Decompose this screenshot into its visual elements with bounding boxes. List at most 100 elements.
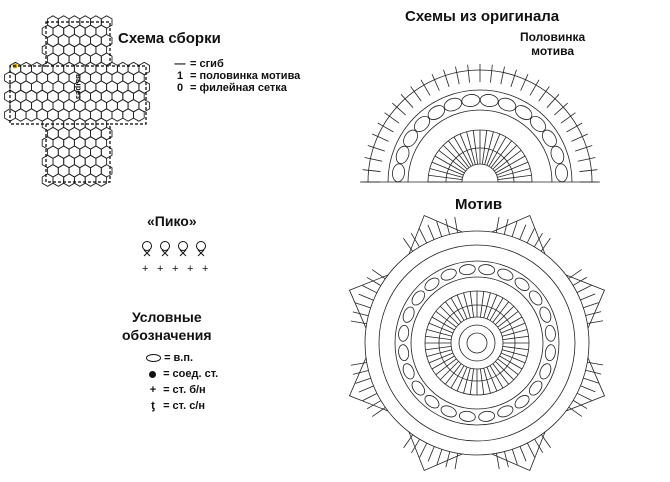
hex-cell (100, 15, 113, 29)
motif-loop (544, 324, 556, 342)
motif-spoke (428, 352, 454, 364)
stitch-spoke (434, 155, 465, 174)
motif-spoke (502, 329, 528, 337)
petal-stitch (580, 293, 596, 301)
hex-cell (57, 126, 70, 141)
hex-cell (79, 145, 91, 159)
chain-loop (395, 145, 410, 165)
outer-spoke (384, 112, 400, 124)
picot-loop (142, 241, 152, 251)
motif-spoke (445, 363, 462, 385)
stitch-spoke (438, 150, 466, 172)
hex-cell (41, 117, 54, 132)
hex-cell (90, 15, 102, 29)
hex-cell (47, 52, 59, 66)
outer-spoke (560, 112, 576, 124)
half-ring (367, 69, 593, 183)
hex-cell (31, 61, 43, 76)
motif-ring (364, 230, 590, 456)
legend-single-crochet: + = ст. б/н (146, 382, 218, 398)
hex-cell (84, 136, 97, 150)
petal-stitch (366, 400, 382, 410)
stitch-spoke (484, 131, 494, 165)
petal-stitch (587, 361, 604, 366)
petal-stitch (526, 228, 535, 244)
petal-stitch (495, 216, 500, 233)
petal-stitch (411, 438, 420, 454)
hex-cell (36, 89, 49, 104)
chain-loop (403, 129, 418, 148)
hex-cell (138, 98, 151, 113)
stitch-spoke (492, 144, 518, 170)
petal-stitch (350, 320, 367, 325)
hex-cell (95, 173, 108, 187)
motif-spoke (499, 355, 523, 370)
hex-cell (68, 52, 81, 66)
hex-cell (90, 89, 102, 104)
motif-spoke (492, 363, 509, 385)
hex-cell (14, 89, 27, 104)
petal-stitch (358, 293, 374, 301)
hex-cell (63, 136, 75, 150)
picot-stem (197, 249, 205, 257)
hex-cell (68, 108, 81, 122)
hex-cell (84, 173, 97, 187)
hex-cell (100, 126, 113, 141)
motif-petal (491, 431, 546, 472)
hex-cell (84, 43, 97, 57)
motif-loop (411, 380, 425, 396)
hex-cell (25, 108, 38, 122)
chain-loop (461, 94, 481, 107)
stitch-spoke (453, 136, 472, 167)
motif-spoke (456, 366, 468, 392)
hex-cell (73, 24, 86, 39)
hex-cell (90, 33, 102, 48)
motif-spoke (439, 361, 459, 381)
hex-cell (68, 126, 81, 141)
hex-cell (41, 80, 54, 94)
hex-cell (47, 145, 59, 159)
chain-loop (550, 145, 565, 165)
hex-cell (20, 61, 32, 76)
petal-stitch (403, 434, 414, 449)
hex-cell (95, 61, 108, 76)
motif-loop (398, 344, 410, 362)
legend-slip-stitch: = соед. ст. (146, 366, 218, 382)
petal-stitch (527, 442, 535, 458)
petal-stitch (583, 302, 599, 309)
motif-spoke (431, 355, 455, 370)
outer-spoke (362, 169, 381, 172)
hex-cell (63, 43, 75, 57)
motif-spoke (435, 358, 457, 375)
petal-stitch (419, 228, 427, 244)
hex-cell (68, 15, 81, 29)
stitch-spoke (496, 161, 529, 176)
motif-spoke (502, 345, 529, 351)
motif-loop (411, 290, 425, 306)
outer-spoke (467, 64, 470, 83)
hex-cell (52, 43, 65, 57)
petal-stitch (427, 224, 435, 240)
hex-cell (36, 71, 49, 85)
motif-loop (529, 290, 543, 306)
hex-cell (20, 98, 32, 113)
hex-cell (41, 43, 54, 57)
hex-cell (41, 173, 54, 187)
hex-cell (106, 61, 118, 76)
hex-cell (84, 98, 97, 113)
hex-cell (100, 89, 113, 104)
motif-spoke (486, 294, 498, 320)
hex-cell (138, 80, 151, 94)
motif-petal (348, 357, 389, 412)
petal-stitch (436, 449, 443, 465)
motif-loop (497, 405, 514, 418)
fold-symbol: — (174, 58, 186, 70)
hex-cell (52, 80, 65, 94)
hex-cell (73, 61, 86, 76)
petal-stitch (576, 392, 592, 401)
outer-spoke (443, 69, 450, 88)
hex-cell (106, 98, 118, 113)
motif-spoke (483, 368, 491, 394)
hex-cell (63, 24, 75, 39)
outer-spoke (571, 133, 588, 142)
